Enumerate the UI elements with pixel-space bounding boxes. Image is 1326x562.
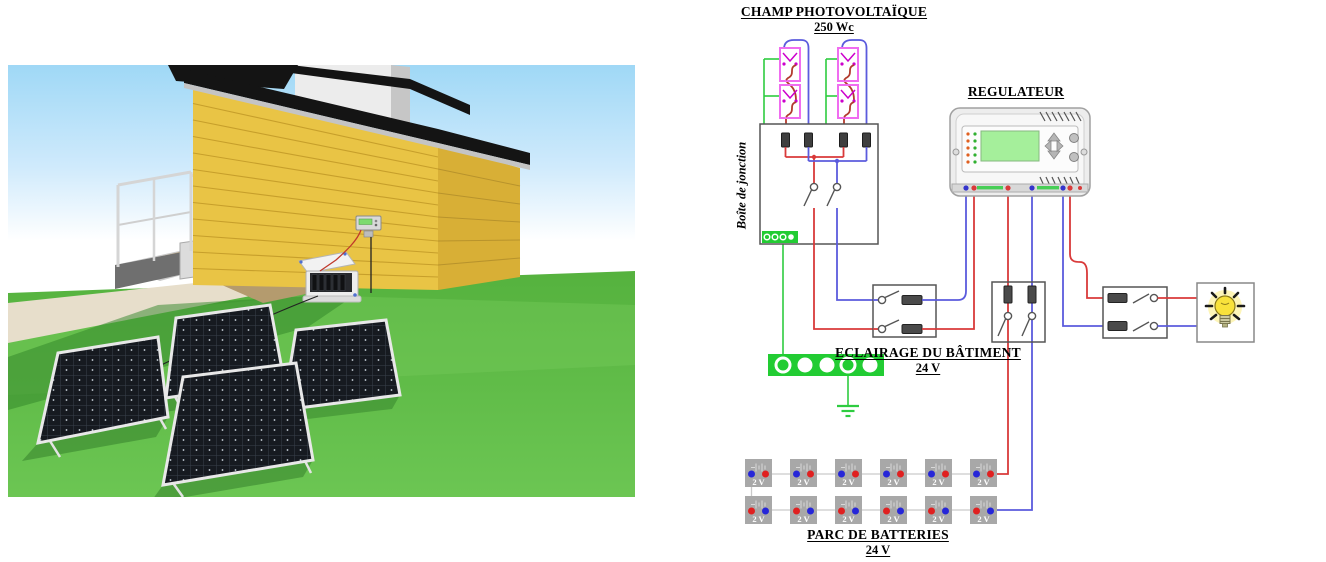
wall-mounted-regulator xyxy=(319,215,382,293)
battery-voltage-label: 2 V xyxy=(932,477,945,487)
lcd-screen xyxy=(980,130,1040,162)
fuse-icon xyxy=(1027,285,1037,304)
house xyxy=(168,65,530,290)
battery-bank: 2 V 2 V 2 V 2 V 2 V 2 V 2 V 2 V 2 V 2 V 2 V 2 V xyxy=(745,459,997,524)
battery-voltage-label: 2 V xyxy=(932,514,945,524)
ground-icon xyxy=(837,376,859,418)
junction-box-label: Boîte de jonction xyxy=(734,141,749,230)
battery-icon: 2 V xyxy=(925,496,952,524)
battery-icon: 2 V xyxy=(970,496,997,524)
regulator-title: REGULATEUR xyxy=(967,84,1065,99)
battery-icon: 2 V xyxy=(970,459,997,487)
light-bulb-icon xyxy=(1204,286,1246,328)
battery-bank-title: PARC DE BATTERIES 24 V xyxy=(807,527,949,557)
battery-voltage-label: 2 V xyxy=(797,514,810,524)
pv-breaker-box xyxy=(872,189,975,338)
vent-slots-icon xyxy=(1039,111,1082,189)
battery-voltage-label: 2 V xyxy=(887,477,900,487)
battery-icon: 2 V xyxy=(835,496,862,524)
pv-module-symbol xyxy=(779,47,801,82)
battery-voltage-label: 2 V xyxy=(977,477,990,487)
lamp-box xyxy=(1196,282,1255,343)
pv-module-symbol xyxy=(837,84,859,119)
fuse-icon xyxy=(901,324,923,334)
pv-array-title: CHAMP PHOTOVOLTAÏQUE 250 Wc xyxy=(740,4,928,34)
fuse-icon xyxy=(839,132,848,148)
house-front-wall xyxy=(193,87,438,290)
battery-icon: 2 V xyxy=(880,459,907,487)
fuse-icon xyxy=(862,132,871,148)
lighting-title: ECLAIRAGE DU BÂTIMENT 24 V xyxy=(835,345,1021,375)
wiring-schematic: 2 V 2 V 2 V 2 V 2 V 2 V 2 V 2 V 2 V 2 V 2 V 2 V xyxy=(745,39,1255,524)
ground-solar-array xyxy=(22,303,402,497)
battery-icon: 2 V xyxy=(790,459,817,487)
battery-voltage-label: 2 V xyxy=(797,477,810,487)
fuse-icon xyxy=(781,132,790,148)
keypad-arrows-icon xyxy=(1044,132,1064,160)
regulator-device xyxy=(949,107,1091,197)
battery-breaker-box xyxy=(991,281,1046,343)
earth-terminal-strip xyxy=(762,231,798,243)
battery-voltage-label: 2 V xyxy=(887,514,900,524)
battery-icon: 2 V xyxy=(880,496,907,524)
battery-voltage-label: 2 V xyxy=(752,477,765,487)
battery-icon: 2 V xyxy=(790,496,817,524)
fuse-icon xyxy=(804,132,813,148)
status-leds xyxy=(966,132,977,164)
fuse-icon xyxy=(1003,285,1013,304)
battery-row-top: 2 V 2 V 2 V 2 V 2 V 2 V xyxy=(745,459,997,487)
battery-icon: 2 V xyxy=(835,459,862,487)
red-wire xyxy=(319,229,362,272)
pv-module-symbol xyxy=(837,47,859,82)
button-icon xyxy=(1069,152,1079,162)
battery-voltage-label: 2 V xyxy=(752,514,765,524)
pv-module-symbol xyxy=(779,84,801,119)
fuse-icon xyxy=(901,295,923,305)
button-icon xyxy=(1069,133,1079,143)
terminal-strip xyxy=(951,183,1089,193)
battery-voltage-label: 2 V xyxy=(842,477,855,487)
string-negative-wires xyxy=(783,39,868,134)
house-illustration xyxy=(8,65,635,497)
battery-voltage-label: 2 V xyxy=(977,514,990,524)
battery-icon: 2 V xyxy=(925,459,952,487)
solar-panel xyxy=(161,361,315,497)
fuse-icon xyxy=(1107,321,1128,331)
earth-bar xyxy=(768,354,884,376)
battery-enclosure xyxy=(298,251,362,303)
breaker-switch-icon xyxy=(826,182,842,207)
lighting-breaker-box xyxy=(1062,189,1197,339)
battery-voltage-label: 2 V xyxy=(842,514,855,524)
roof xyxy=(184,69,530,165)
battery-icon: 2 V xyxy=(745,459,772,487)
solar-panel xyxy=(36,335,170,458)
breaker-switch-icon xyxy=(803,182,819,207)
screw-icon xyxy=(952,148,960,156)
fuse-icon xyxy=(1107,293,1128,303)
battery-icon: 2 V xyxy=(745,496,772,524)
screw-icon xyxy=(1080,148,1088,156)
battery-row-bottom: 2 V 2 V 2 V 2 V 2 V 2 V xyxy=(745,496,997,524)
junction-box xyxy=(759,123,879,330)
